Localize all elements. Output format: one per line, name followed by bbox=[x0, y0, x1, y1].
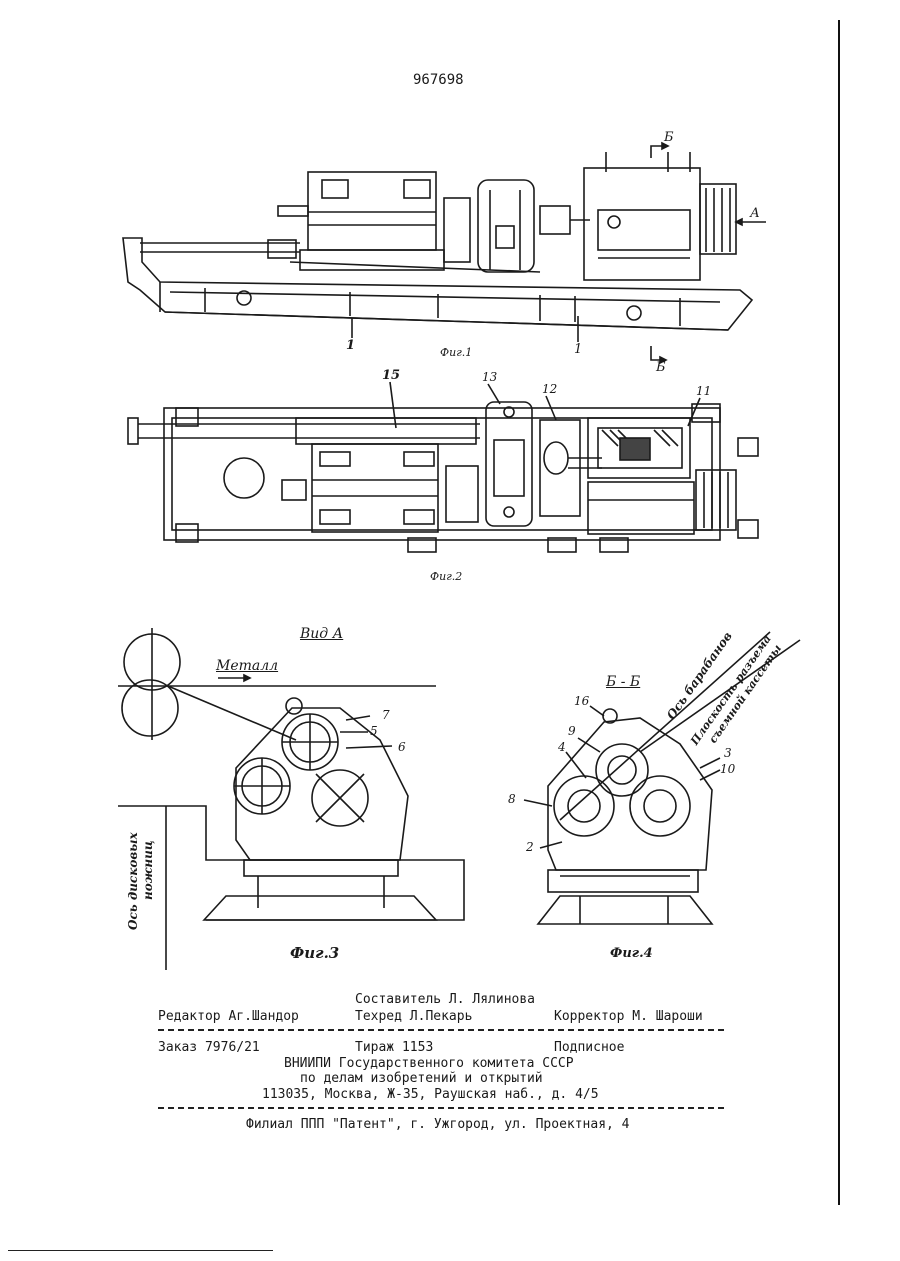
fig1-caption: Фиг.1 bbox=[440, 346, 472, 359]
footer-org-line2: по делам изобретений и открытий bbox=[300, 1071, 543, 1086]
fig4-label-3: 3 bbox=[724, 746, 732, 760]
fig1-label-1a: 1 bbox=[346, 338, 355, 353]
fig4-label-4: 4 bbox=[558, 740, 566, 754]
fig2-label-13: 13 bbox=[482, 370, 497, 384]
fig4-section-title: Б - Б bbox=[606, 674, 640, 690]
fig2-label-11: 11 bbox=[696, 384, 711, 398]
footer-techeditor: Техред Л.Пекарь bbox=[355, 1009, 472, 1024]
fig1-drawing bbox=[123, 143, 766, 363]
fig4-label-9: 9 bbox=[568, 724, 576, 738]
fig4-label-2: 2 bbox=[526, 840, 534, 854]
footer-editor: Редактор Аг.Шандор bbox=[158, 1009, 299, 1024]
fig3-metal-label: Металл bbox=[216, 658, 278, 674]
fig4-caption: Фиг.4 bbox=[610, 946, 653, 961]
fig3-label-6: 6 bbox=[398, 740, 406, 754]
fig4-label-10: 10 bbox=[720, 762, 735, 776]
fig4-label-16: 16 bbox=[574, 694, 589, 708]
fig2-label-15: 15 bbox=[382, 368, 400, 383]
footer-compiler: Составитель Л. Лялинова bbox=[355, 992, 535, 1007]
fig3-caption: Фиг.3 bbox=[290, 944, 339, 962]
fig2-label-12: 12 bbox=[542, 382, 557, 396]
footer-circulation: Тираж 1153 bbox=[355, 1040, 433, 1055]
footer-address: 113035, Москва, Ж-35, Раушская наб., д. … bbox=[262, 1087, 599, 1102]
fig3-label-7: 7 bbox=[382, 708, 390, 722]
footer-subscription: Подписное bbox=[554, 1040, 624, 1055]
fig3-view-title: Вид А bbox=[300, 626, 343, 642]
footer-order: Заказ 7976/21 bbox=[158, 1040, 260, 1055]
fig3-axis-label-line2: ножниц bbox=[141, 832, 156, 930]
fig4-label-8: 8 bbox=[508, 792, 516, 806]
fig3-label-5: 5 bbox=[370, 724, 378, 738]
footer-branch: Филиал ППП "Патент", г. Ужгород, ул. Про… bbox=[246, 1117, 630, 1132]
footer-divider-2 bbox=[158, 1107, 724, 1109]
fig3-axis-label-line1: Ось дисковых bbox=[126, 832, 141, 930]
fig2-caption: Фиг.2 bbox=[430, 570, 462, 583]
fig3-axis-label: Ось дисковых ножниц bbox=[126, 832, 156, 930]
fig2-drawing bbox=[128, 382, 758, 552]
fig1-label-1b: 1 bbox=[574, 342, 582, 357]
fig1-section-mark-bottom: Б bbox=[656, 360, 666, 375]
fig3-drawing bbox=[118, 628, 464, 970]
footer-corrector: Корректор М. Шароши bbox=[554, 1009, 703, 1024]
fig1-view-arrow-label: А bbox=[750, 206, 760, 221]
footer-org-line1: ВНИИПИ Государственного комитета СССР bbox=[284, 1056, 574, 1071]
fig1-section-mark-top: Б bbox=[664, 130, 674, 145]
footer-divider-1 bbox=[158, 1029, 724, 1031]
